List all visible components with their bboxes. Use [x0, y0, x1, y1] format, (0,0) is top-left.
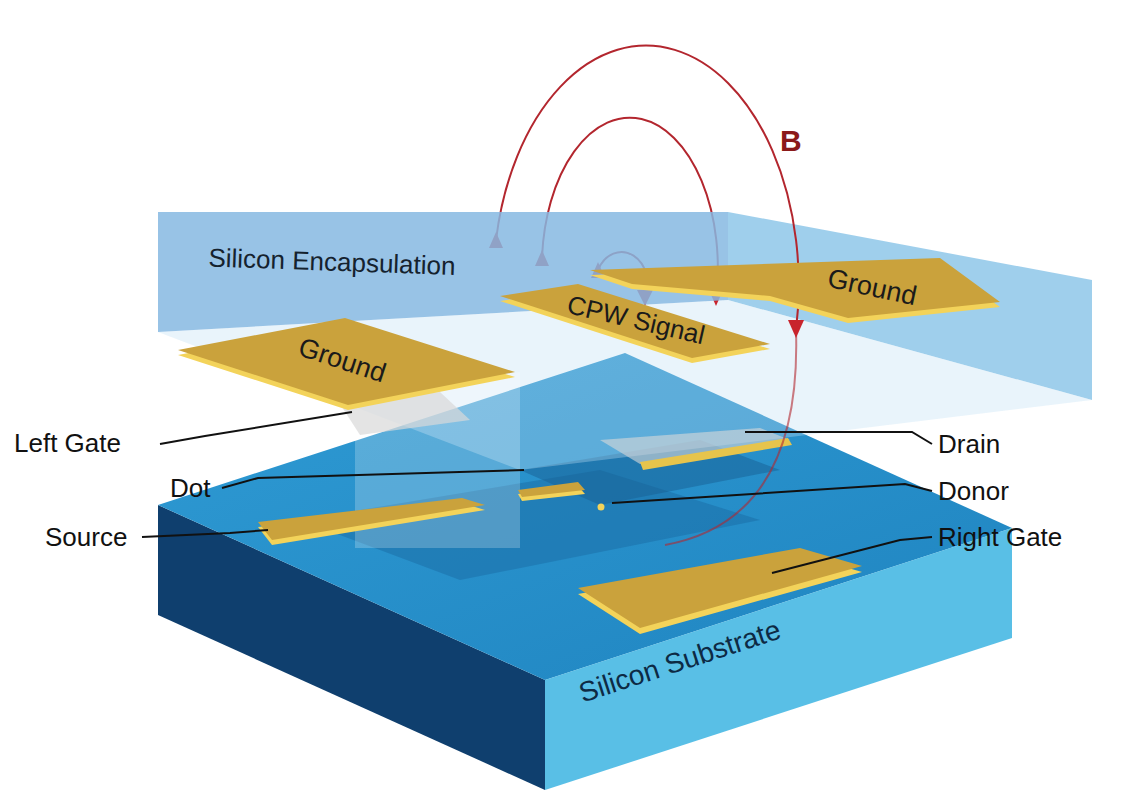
leader-line — [142, 530, 268, 537]
leader-line — [222, 470, 524, 488]
leader-line — [612, 484, 932, 503]
part-label: Right Gate — [938, 523, 1062, 552]
field-symbol: B — [780, 124, 802, 157]
part-label: Donor — [938, 477, 1009, 506]
node-outline — [545, 528, 1012, 796]
part-label: Drain — [938, 430, 1000, 459]
part-label: Source — [45, 523, 127, 552]
leader-line — [745, 432, 932, 444]
field-line — [665, 330, 796, 545]
donor-atom — [598, 504, 605, 511]
plate-top — [500, 284, 770, 358]
dot-pad — [518, 482, 585, 497]
part-label: Left Gate — [14, 429, 121, 458]
source-pad — [258, 498, 485, 540]
leader-line — [160, 412, 352, 444]
field-arrowhead — [788, 320, 804, 338]
substrate-face: Silicon Substrate — [545, 528, 1012, 790]
drain-pad — [640, 438, 792, 470]
plate-top — [178, 318, 515, 405]
plate-top — [545, 528, 1012, 790]
cpw-signal-strip: CPW Signal — [500, 284, 770, 358]
ground-plane: Ground — [178, 318, 515, 405]
part-label: Dot — [170, 474, 210, 503]
